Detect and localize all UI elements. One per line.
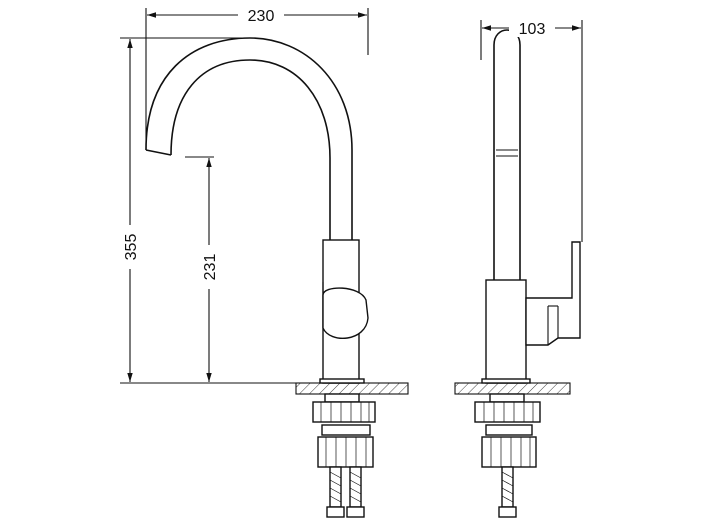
spout-side [493,29,521,280]
nut-teeth-side [483,402,534,422]
fixing-body-front [321,424,371,436]
spout-inner [170,59,331,240]
spout-tip [145,149,172,156]
housing-teeth-front [325,437,367,467]
flange-side [481,378,531,384]
dim-label-355: 355 [123,234,140,261]
hose-braid-side [501,471,514,503]
counter-side [454,382,571,395]
faucet-handle [322,287,369,340]
hose-fitting-side [498,506,517,518]
nut-side [474,401,541,423]
handle-side [525,241,581,346]
fixing-body-side [485,424,533,436]
shank-side [489,393,525,403]
front-view: 230 355 231 [118,4,409,518]
dim-label-230: 230 [248,8,275,25]
dim-label-103: 103 [519,21,546,38]
nut-teeth-front [320,402,370,422]
flange-front [319,378,365,384]
fixing-housing-front [317,436,374,468]
side-view: 103 [454,17,583,518]
fixing-housing-side [481,436,537,468]
housing-teeth-side [490,437,531,467]
spout-outer [145,37,353,240]
nut-front [312,401,376,423]
hose-braid-front [329,471,362,503]
body-side [485,279,527,384]
hose-fitting-right [346,506,365,518]
hose-fitting-left [326,506,345,518]
counter-front [295,382,409,395]
dim-label-231: 231 [202,254,219,281]
shank-front [324,393,360,403]
